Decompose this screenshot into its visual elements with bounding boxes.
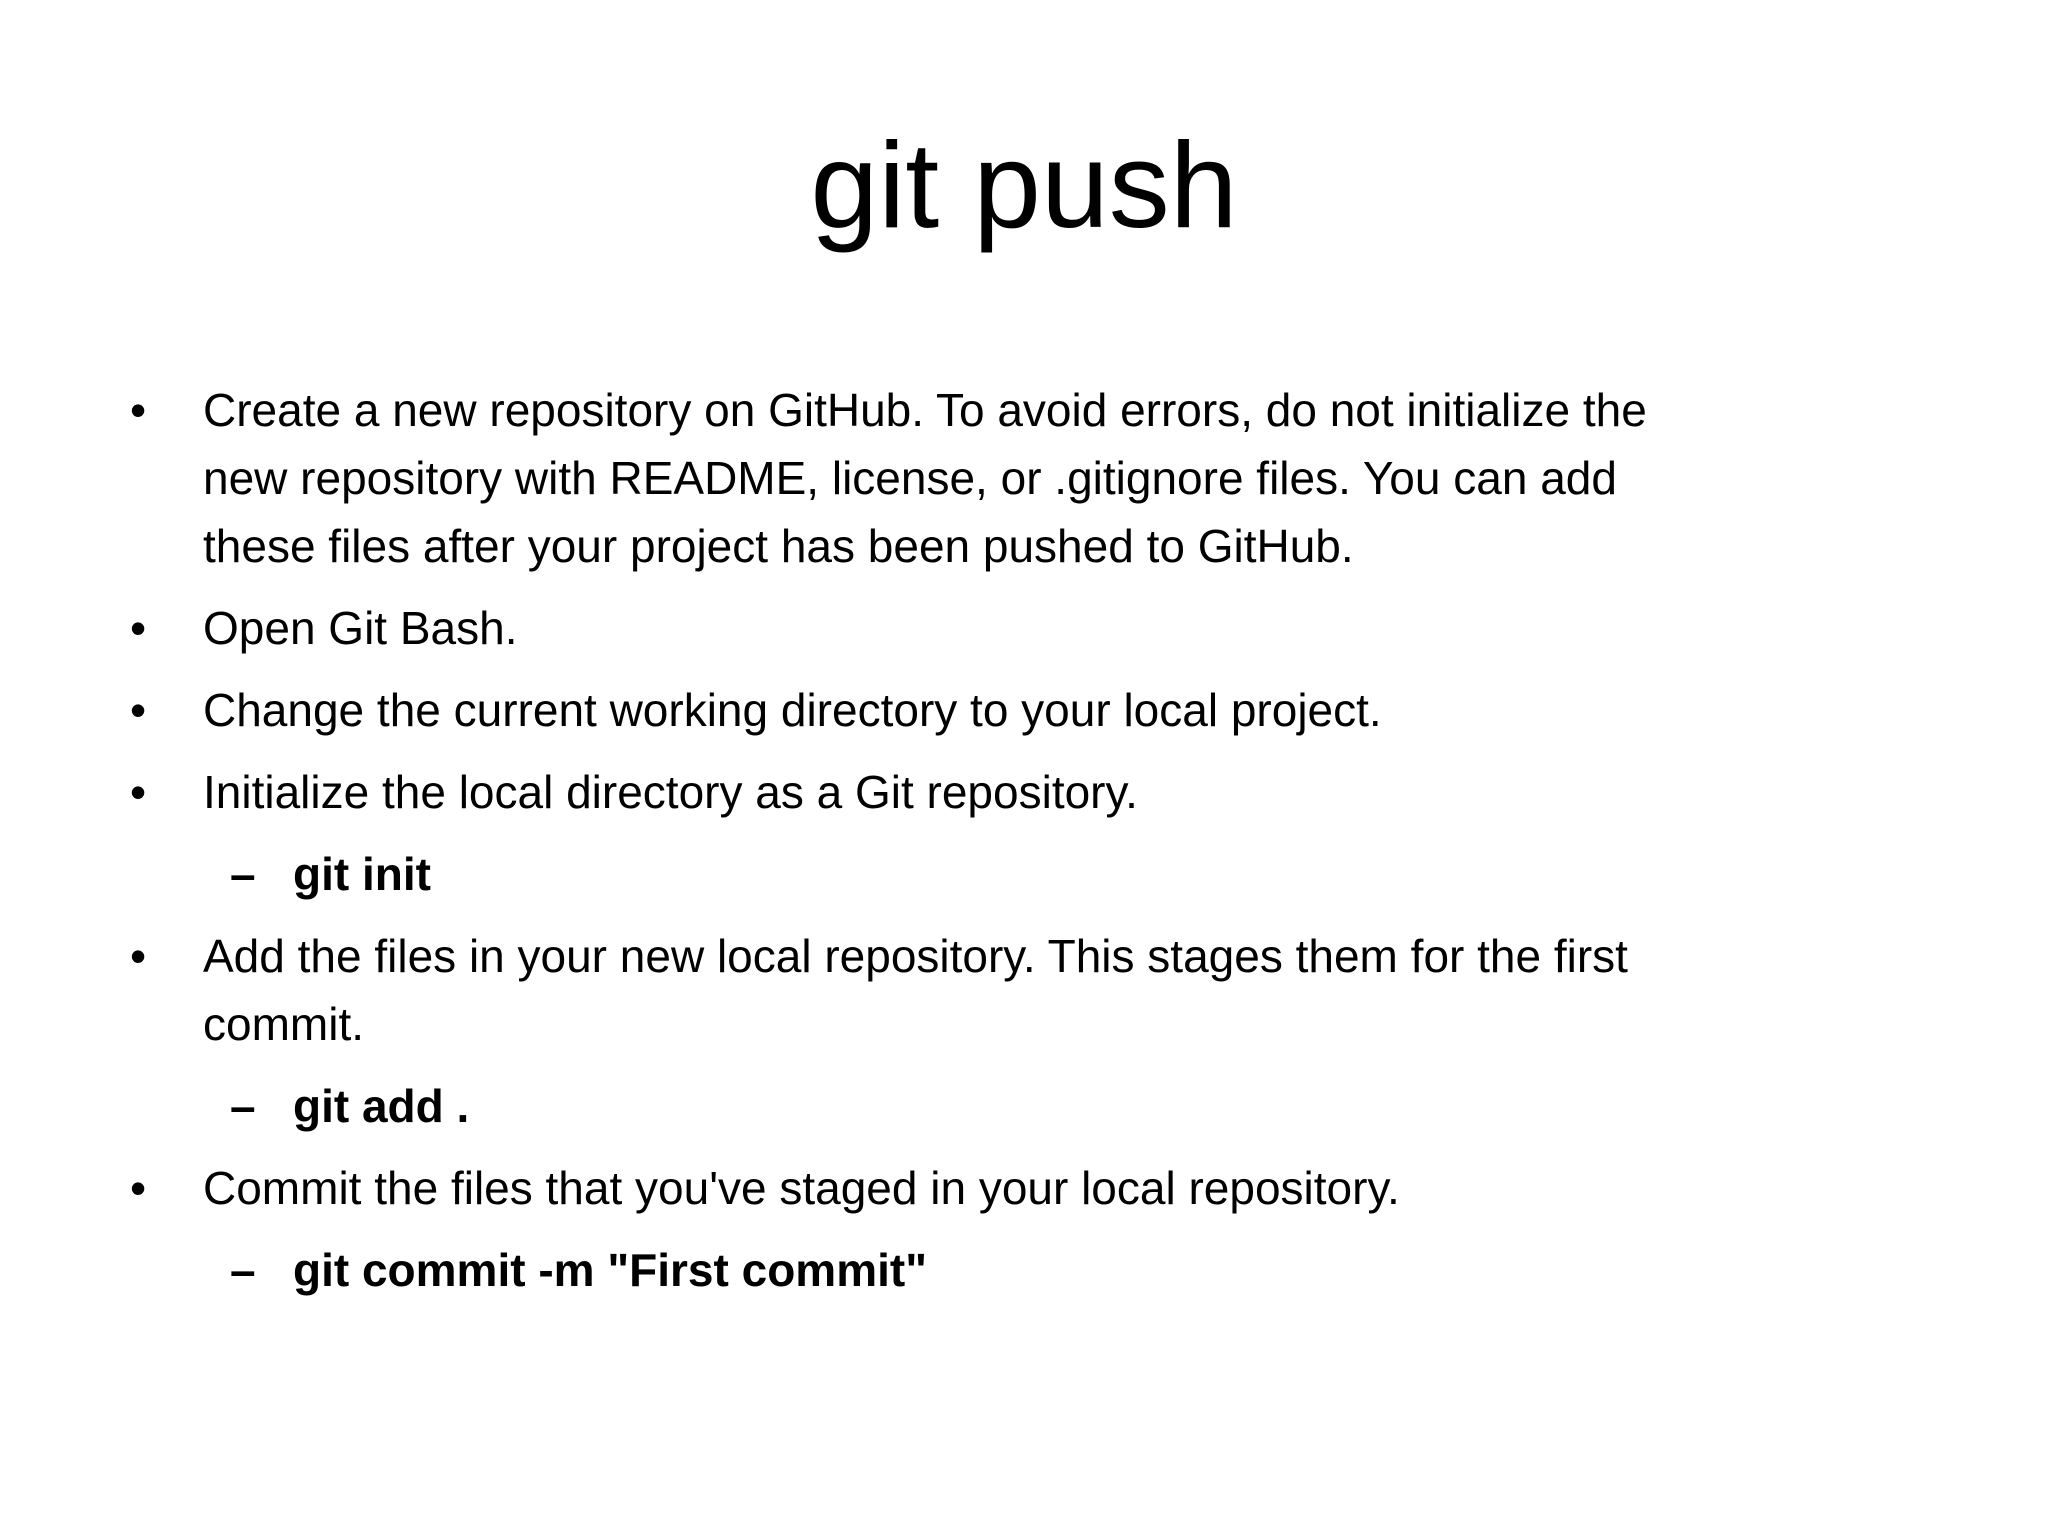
text-line: git init [293,848,431,900]
bullet-item: • Create a new repository on GitHub. To a… [0,376,2048,580]
item-text: Initialize the local directory as a Git … [203,758,1138,826]
text-line: commit. [203,998,364,1050]
bullet-item: • Initialize the local directory as a Git… [0,758,2048,826]
slide-content: • Create a new repository on GitHub. To a… [0,376,2048,1318]
item-text: Open Git Bash. [203,594,518,662]
text-line: Initialize the local directory as a Git … [203,766,1138,818]
item-text: Add the files in your new local reposito… [203,922,1628,1058]
item-text: Create a new repository on GitHub. To av… [203,376,1647,580]
item-text: Commit the files that you've staged in y… [203,1154,1400,1222]
dash-icon: – [230,1080,256,1132]
text-line: Change the current working directory to … [203,684,1382,736]
text-line: git commit -m "First commit" [293,1244,928,1296]
bullet-icon: • [130,384,147,436]
dash-icon: – [230,1244,256,1296]
dash-icon: – [230,848,256,900]
bullet-icon: • [130,684,147,736]
text-line: these files after your project has been … [203,520,1354,572]
text-line: Commit the files that you've staged in y… [203,1162,1400,1214]
bullet-icon: • [130,930,147,982]
sub-bullet-item: –git add . [0,1072,2048,1140]
item-text: git add . [293,1072,469,1140]
item-text: git commit -m "First commit" [293,1236,927,1304]
bullet-item: • Change the current working directory to… [0,676,2048,744]
sub-bullet-item: –git init [0,840,2048,908]
text-line: new repository with README, license, or … [203,452,1617,504]
bullet-icon: • [130,766,147,818]
text-line: Create a new repository on GitHub. To av… [203,384,1647,436]
text-line: git add . [293,1080,470,1132]
bullet-item: • Open Git Bash. [0,594,2048,662]
item-text: Change the current working directory to … [203,676,1382,744]
slide-title: git push [810,117,1238,253]
text-line: Add the files in your new local reposito… [203,930,1628,982]
bullet-icon: • [130,1162,147,1214]
bullet-item: • Commit the files that you've staged in … [0,1154,2048,1222]
sub-bullet-item: –git commit -m "First commit" [0,1236,2048,1304]
bullet-item: • Add the files in your new local reposit… [0,922,2048,1058]
item-text: git init [293,840,431,908]
bullet-icon: • [130,602,147,654]
text-line: Open Git Bash. [203,602,518,654]
